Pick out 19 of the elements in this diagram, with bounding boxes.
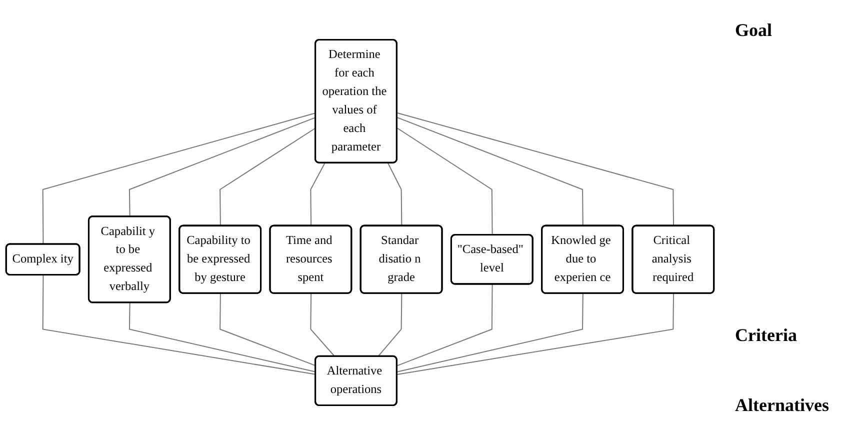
connector	[128, 302, 316, 372]
connector	[396, 284, 493, 366]
level-label: Alternatives	[735, 395, 829, 416]
connector	[396, 293, 584, 372]
connector	[396, 112, 674, 226]
connector	[396, 116, 584, 226]
connector	[220, 128, 316, 226]
connector	[220, 293, 316, 366]
connector	[378, 293, 402, 357]
connector	[310, 293, 336, 357]
connector	[42, 112, 316, 245]
level-label: Criteria	[735, 325, 797, 346]
connector	[310, 162, 326, 226]
connector	[396, 293, 674, 375]
connector	[42, 274, 316, 375]
connector	[128, 116, 316, 218]
level-label: Goal	[735, 20, 772, 41]
connector	[396, 128, 493, 236]
connector	[387, 162, 402, 226]
